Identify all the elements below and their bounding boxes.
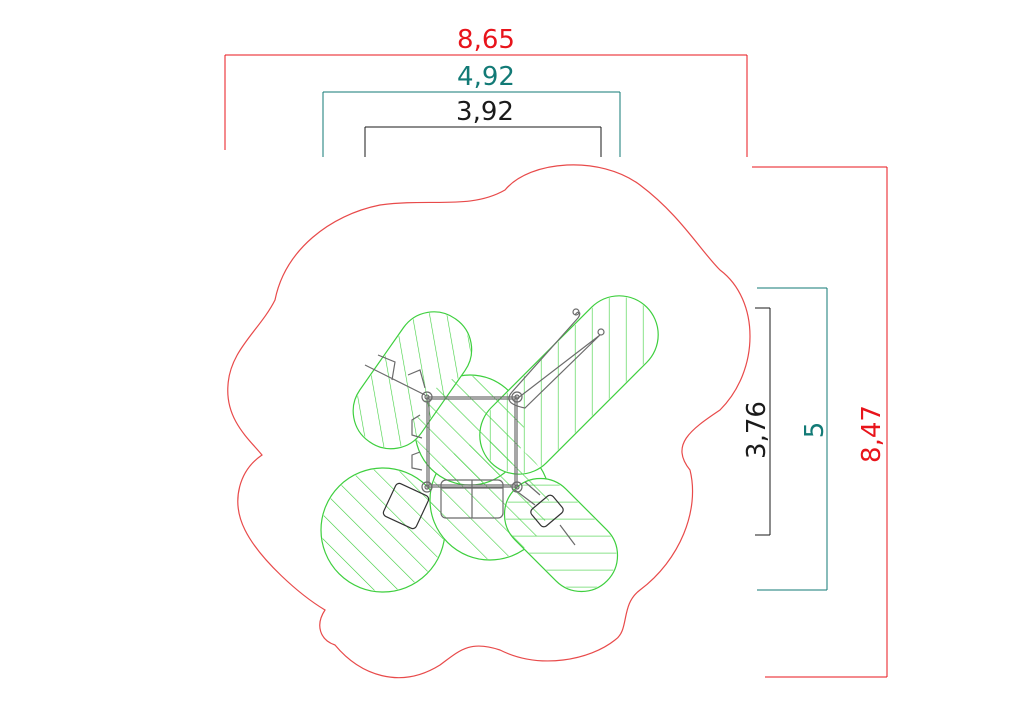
dimension-equipment-width — [364, 126, 602, 157]
dimension-equipment-depth — [755, 307, 771, 536]
dimension-safety-depth — [757, 287, 828, 591]
total-width-label: 8,65 — [457, 25, 515, 55]
dimension-safety-width — [322, 91, 621, 157]
safety-zone — [320, 295, 659, 593]
dimension-total-width — [224, 54, 748, 157]
equipment-width-label: 3,92 — [456, 97, 514, 127]
post — [511, 391, 523, 403]
slide-rails — [508, 311, 601, 409]
total-depth-label: 8,47 — [857, 405, 887, 463]
ladder — [364, 354, 426, 396]
post — [421, 481, 433, 493]
spring-rider — [530, 494, 564, 528]
play-equipment — [364, 308, 605, 546]
equipment-depth-label: 3,76 — [742, 401, 772, 459]
safety-depth-label: 5 — [800, 422, 830, 439]
impact-area-outline — [227, 164, 751, 679]
panel-game — [382, 482, 430, 530]
dimension-total-depth — [752, 166, 888, 678]
post — [421, 391, 433, 403]
safety-width-label: 4,92 — [457, 62, 515, 92]
side-panels — [411, 414, 423, 471]
